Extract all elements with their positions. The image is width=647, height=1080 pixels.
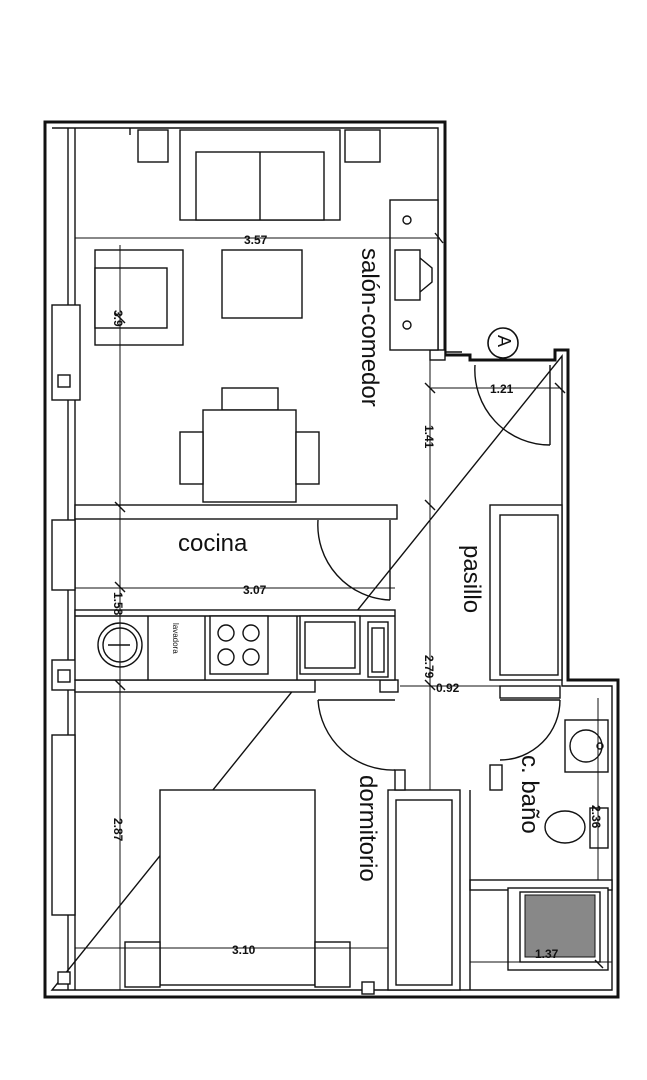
dim-bano-width: 1.37 xyxy=(535,947,559,961)
tv-unit xyxy=(389,199,439,351)
doors xyxy=(317,364,561,771)
bathroom-fixtures xyxy=(507,719,609,971)
dimension-labels: 3.57 3.9 1.21 1.41 3.07 1.58 2.79 0.92 3… xyxy=(111,233,603,961)
stove-icon xyxy=(209,615,269,675)
left-facade xyxy=(51,128,81,990)
dim-dorm-depth: 2.87 xyxy=(111,818,125,842)
room-label-pasillo: pasillo xyxy=(458,545,485,613)
room-label-dormitorio: dormitorio xyxy=(354,775,381,882)
entrance-marker-label: A xyxy=(494,335,514,347)
dim-hall-1: 1.41 xyxy=(422,425,436,449)
bed xyxy=(124,789,351,988)
room-label-salon: salón-comedor xyxy=(356,248,383,407)
appliance-label: lavadora xyxy=(171,623,180,654)
interior-walls xyxy=(74,349,613,995)
column-icon xyxy=(57,374,71,388)
dim-cocina-depth: 1.58 xyxy=(111,592,125,616)
coffee-table xyxy=(221,249,303,319)
room-label-cocina: cocina xyxy=(178,530,248,557)
dim-entrance-width: 1.21 xyxy=(490,382,514,396)
dining-table xyxy=(179,387,320,503)
armchair xyxy=(94,249,184,346)
top-facade xyxy=(129,128,381,163)
toilet-icon xyxy=(544,810,586,844)
room-label-bano: c. baño xyxy=(516,755,543,834)
dim-dorm-width: 3.10 xyxy=(232,943,256,957)
sofa xyxy=(179,129,341,221)
dim-salon-width: 3.57 xyxy=(244,233,268,247)
washbasin-icon xyxy=(569,729,603,763)
dim-hall-2: 2.79 xyxy=(422,655,436,679)
dimension-lines xyxy=(75,232,612,990)
dim-bano-depth: 2.36 xyxy=(589,805,603,829)
fridge-icon xyxy=(299,615,389,678)
dim-cocina-width: 3.07 xyxy=(243,583,267,597)
entrance-marker: A xyxy=(487,327,519,359)
dim-salon-small: 3.9 xyxy=(111,310,125,327)
dim-hall-door: 0.92 xyxy=(436,681,460,695)
